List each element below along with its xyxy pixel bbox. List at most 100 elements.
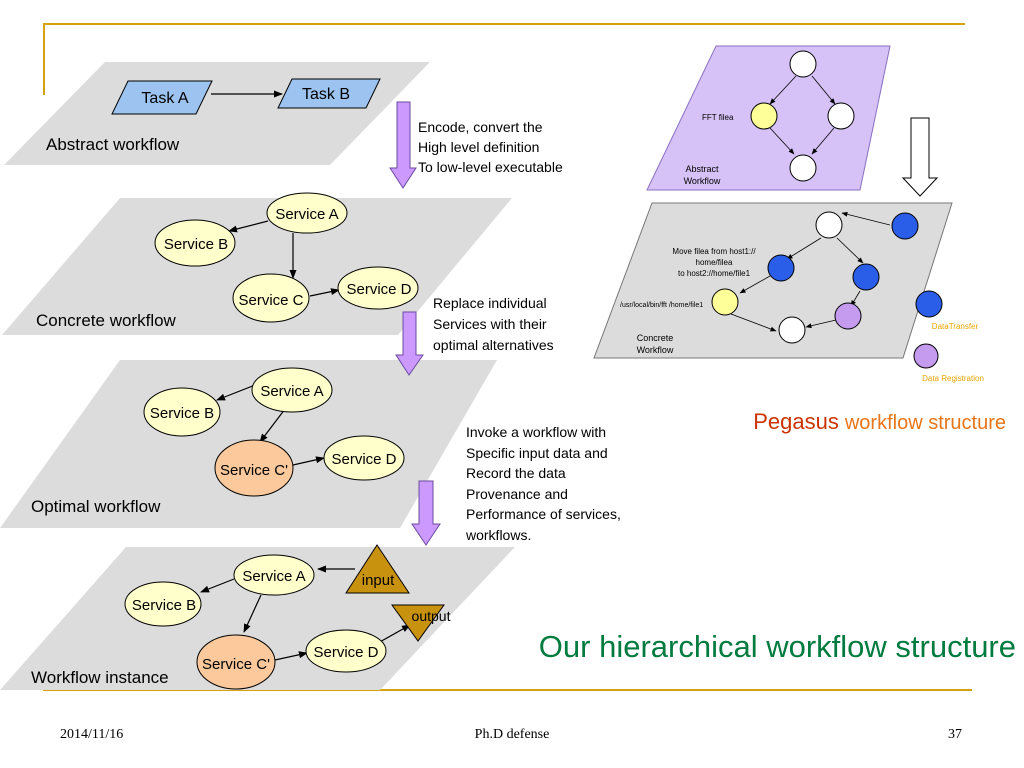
service-a-label: Service A	[260, 383, 323, 400]
abstract-workflow-plane: Abstract workflow Task A Task B	[4, 62, 430, 165]
concrete-workflow-plane: Concrete workflow Service A Service B Se…	[2, 192, 512, 335]
edge-right-to-bottom	[811, 127, 835, 155]
service-c-prime-label: Service C'	[220, 462, 288, 479]
edge-a-to-b	[228, 220, 269, 233]
service-c-prime-label: Service C'	[202, 656, 270, 673]
edge-top-to-right	[811, 75, 836, 105]
plane-label: Concrete workflow	[36, 311, 177, 330]
step-2-text: Replace individual Services with their o…	[433, 295, 554, 353]
concrete-workflow-label-2: Workflow	[637, 345, 674, 355]
move-label-2: home/filea	[696, 258, 733, 267]
service-b-label: Service B	[150, 405, 214, 422]
service-c-prime-node	[214, 439, 294, 497]
plane-label: Abstract workflow	[46, 135, 180, 154]
service-c-node	[232, 273, 310, 323]
move-label-1: Move filea from host1://	[672, 247, 756, 256]
abstract-node-top	[789, 50, 817, 78]
refine-down-arrow	[901, 117, 939, 197]
edge-c-prime-to-d	[292, 456, 325, 466]
edge-left-to-bottom	[769, 127, 795, 155]
step-3-line-3: Record the data	[466, 465, 566, 481]
step-3-line-1: Invoke a workflow with	[466, 424, 606, 440]
step-2-line-3: optimal alternatives	[433, 337, 554, 353]
concrete-plane	[593, 202, 953, 359]
edge-top-to-right-blue	[836, 237, 864, 264]
concrete-node-fft	[711, 288, 739, 316]
step-3-text: Invoke a workflow with Specific input da…	[465, 424, 621, 543]
edge-blue-to-yellow	[739, 275, 771, 294]
pegasus-legend: DataTransfer Data Registration	[913, 290, 984, 383]
edge-blue-to-top	[841, 211, 891, 226]
abstract-workflow-label-2: Workflow	[684, 176, 721, 186]
edge-a-to-c-prime	[259, 408, 286, 443]
plane-label: Optimal workflow	[31, 497, 161, 516]
service-c-prime-node	[196, 634, 276, 690]
edge-top-to-left	[769, 75, 797, 105]
step-3-line-6: workflows.	[465, 527, 531, 543]
concrete-node-transfer-top	[891, 212, 919, 240]
step-3-line-4: Provenance and	[466, 486, 568, 502]
service-d-node	[305, 629, 387, 673]
footer-date: 2014/11/16	[60, 727, 124, 742]
abstract-workflow-label-1: Abstract	[685, 164, 719, 174]
pegasus-caption-rest: workflow structure	[844, 412, 1006, 434]
legend-data-transfer-label: DataTransfer	[932, 322, 979, 331]
step-3-line-5: Performance of services,	[466, 506, 621, 522]
edge-top-to-left-blue	[786, 237, 822, 260]
input-triangle	[345, 544, 410, 594]
pegasus-caption-brand: Pegasus	[753, 409, 839, 434]
service-a-label: Service A	[275, 206, 338, 223]
edge-a-to-b	[216, 384, 256, 401]
service-d-label: Service D	[313, 644, 378, 661]
service-a-label: Service A	[242, 568, 305, 585]
output-label: output	[412, 608, 451, 624]
service-c-label: Service C	[238, 292, 303, 309]
task-a-node	[111, 80, 213, 115]
service-a-node	[233, 554, 315, 596]
output-triangle	[391, 604, 445, 642]
move-label-3: to host2://home/file1	[678, 269, 751, 278]
legend-data-registration-label: Data Registration	[922, 374, 984, 383]
service-d-label: Service D	[331, 451, 396, 468]
concrete-node-transfer-right	[852, 263, 880, 291]
pegasus-abstract-panel: FFT filea Abstract Workflow	[646, 45, 891, 191]
hierarchical-caption: Our hierarchical workflow structure	[539, 629, 1016, 664]
edge-c-prime-to-d	[274, 651, 308, 661]
step-3-line-2: Specific input data and	[466, 445, 608, 461]
service-d-label: Service D	[346, 281, 411, 298]
service-b-node	[124, 581, 202, 627]
step-arrow-1	[389, 101, 417, 189]
step-1-text: Encode, convert the High level definitio…	[418, 119, 563, 175]
legend-data-registration-swatch	[913, 343, 939, 369]
footer-title: Ph.D defense	[474, 727, 550, 742]
step-arrow-3	[411, 480, 441, 546]
step-1-line-3: To low-level executable	[418, 159, 563, 175]
concrete-node-bottom	[778, 316, 806, 344]
abstract-node-bottom	[789, 154, 817, 182]
fft-label: FFT filea	[702, 113, 734, 122]
service-b-label: Service B	[164, 236, 228, 253]
exec-label: /usr/local/bin/fft /home/file1	[620, 302, 703, 309]
service-b-node	[143, 387, 221, 437]
service-d-node	[323, 435, 405, 481]
step-1-line-2: High level definition	[418, 139, 539, 155]
edge-d-to-output	[377, 624, 411, 644]
edge-a-to-c-prime	[243, 594, 262, 633]
edge-c-to-d	[309, 288, 340, 297]
concrete-workflow-label-1: Concrete	[637, 333, 674, 343]
step-arrows	[389, 101, 441, 546]
service-d-node	[337, 266, 419, 310]
step-1-line-1: Encode, convert the	[418, 119, 543, 135]
plane-label: Workflow instance	[31, 668, 169, 687]
abstract-node-fft	[750, 102, 778, 130]
task-b-label: Task B	[302, 86, 350, 103]
legend-data-transfer-swatch	[915, 290, 943, 318]
edge-a-to-b	[200, 578, 235, 593]
service-a-node	[266, 192, 348, 234]
task-b-node	[277, 78, 381, 109]
service-a-node	[251, 367, 333, 413]
concrete-node-top	[815, 211, 843, 239]
service-b-label: Service B	[132, 597, 196, 614]
